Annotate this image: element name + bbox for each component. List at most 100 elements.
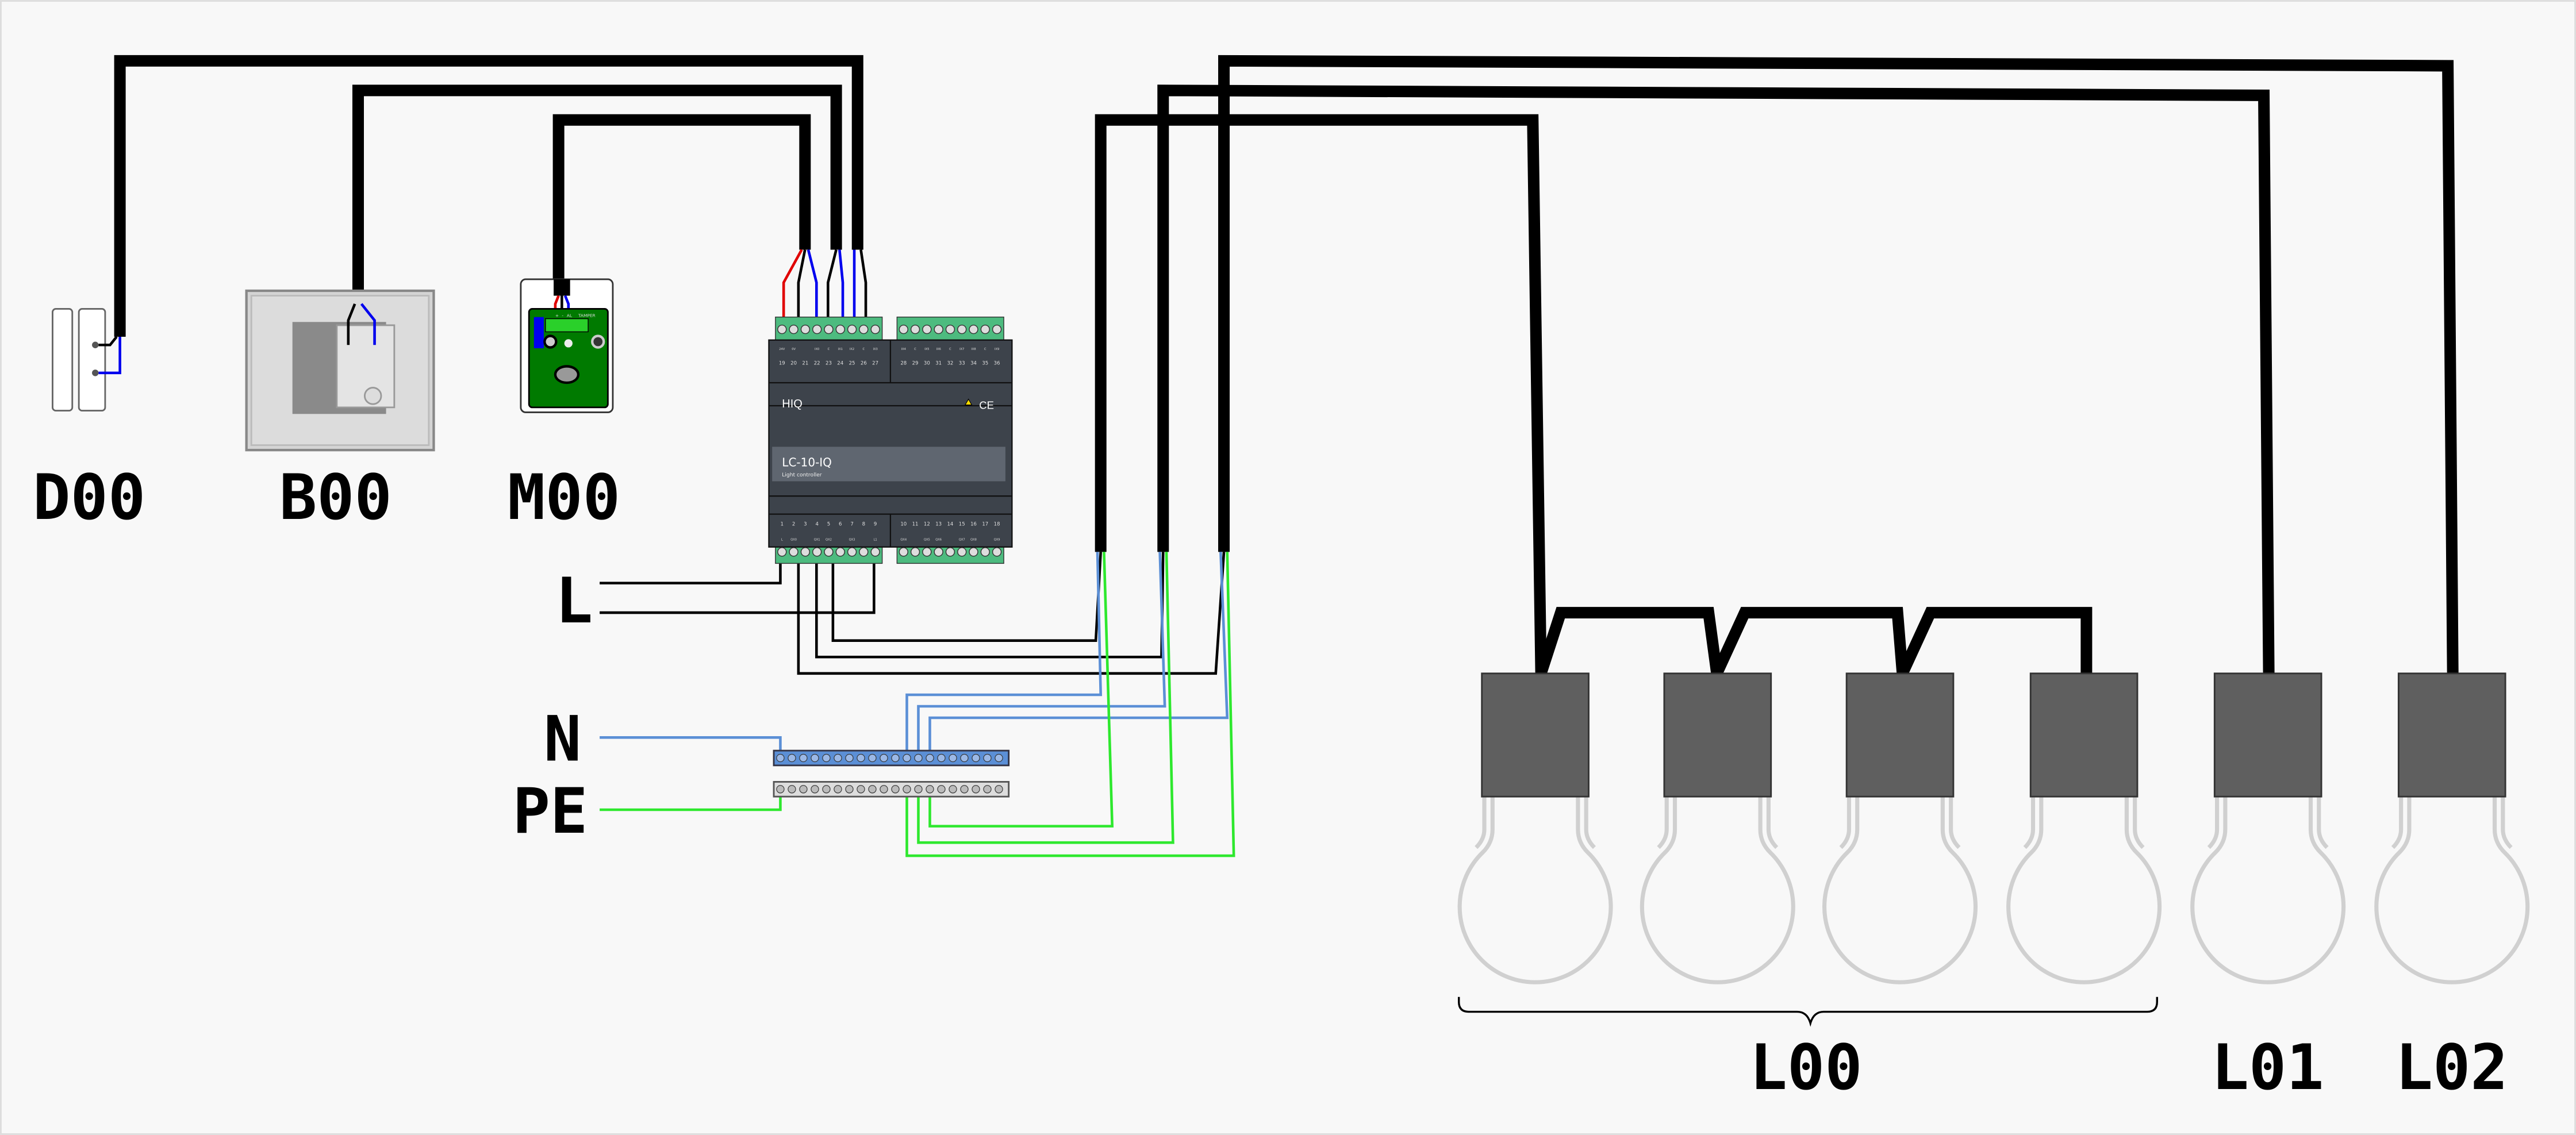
label-neutral: N	[544, 702, 581, 775]
lamp-socket	[1663, 672, 1772, 798]
terminal-label: QX2	[826, 538, 832, 541]
terminal-label: IX3	[873, 348, 877, 351]
terminal-label: 34	[970, 361, 977, 367]
busbar-screw	[926, 753, 934, 763]
busbar-screw	[937, 753, 946, 763]
terminal-label: 24	[837, 361, 843, 367]
busbar-screw	[972, 785, 980, 794]
terminal-label: 13	[935, 522, 942, 528]
terminal-label: QX6	[935, 538, 942, 541]
busbar-screw	[799, 753, 808, 763]
terminal-label: 29	[912, 361, 919, 367]
lamp-5	[2190, 672, 2346, 984]
terminal-label: L1	[874, 538, 877, 541]
busbar-screw	[972, 753, 980, 763]
terminal-label: 4	[815, 522, 818, 528]
terminal-label: 31	[935, 361, 942, 367]
lamps	[1457, 672, 2530, 984]
motion-terminal-al: AL	[567, 313, 573, 318]
terminal-label: C	[828, 348, 830, 351]
terminal-label: 27	[872, 361, 878, 367]
terminal-label: C	[914, 348, 916, 351]
terminal-screw	[812, 547, 822, 557]
terminal-screw	[910, 547, 920, 557]
busbar-screw	[788, 785, 796, 794]
terminal-screw	[824, 324, 834, 334]
terminal-screw	[922, 324, 932, 334]
lamp-socket	[1481, 672, 1590, 798]
door-contact-device	[52, 307, 121, 412]
terminal-screw	[859, 547, 869, 557]
lamp-1	[1457, 672, 1613, 984]
terminal-label: 28	[900, 361, 907, 367]
busbar-screw	[868, 753, 877, 763]
busbar-screw	[799, 785, 808, 794]
light-cables	[1095, 55, 2459, 696]
terminal-screw	[870, 324, 880, 334]
terminal-label: 16	[970, 522, 977, 528]
cable-l02	[1218, 55, 2459, 674]
terminal-label: 35	[982, 361, 988, 367]
lamp-socket	[2029, 672, 2139, 798]
terminal-screw	[980, 324, 990, 334]
earth-busbar	[773, 781, 1010, 798]
controller-brand: HIQ	[782, 398, 803, 410]
busbar-screw	[995, 785, 1003, 794]
terminal-label: 22	[814, 361, 820, 367]
terminal-screw	[870, 547, 880, 557]
busbar-screw	[983, 753, 992, 763]
terminal-label: QX8	[970, 538, 977, 541]
controller-model: LC-10-IQ	[782, 456, 832, 470]
terminal-label: 10	[900, 522, 907, 528]
label-line: L	[555, 564, 593, 637]
terminal-label: C	[863, 348, 865, 351]
terminal-screw	[945, 547, 955, 557]
terminal-label: C	[949, 348, 951, 351]
motion-sensor-device: + - AL TAMPER	[520, 278, 614, 413]
terminal-screw	[969, 547, 978, 557]
busbar-screw	[949, 785, 957, 794]
busbar-screw	[880, 785, 888, 794]
busbar-screw	[822, 753, 831, 763]
terminal-label: 2	[792, 522, 795, 528]
lamp-socket	[2213, 672, 2322, 798]
terminal-label: 8	[862, 522, 865, 528]
terminal-label: 25	[849, 361, 855, 367]
neutral-busbar	[773, 749, 1010, 767]
terminal-label: QX7	[959, 538, 965, 541]
terminal-label: 19	[779, 361, 785, 367]
busbar-screw	[983, 785, 992, 794]
busbar-screw	[834, 753, 842, 763]
terminal-label: 14	[947, 522, 953, 528]
terminal-label: 0V	[792, 348, 796, 351]
sensor-cables	[114, 55, 863, 337]
terminal-label: QX0	[790, 538, 797, 541]
terminal-label: 20	[790, 361, 797, 367]
terminal-screw	[945, 324, 955, 334]
label-b00: B00	[279, 461, 392, 534]
terminal-screw	[789, 324, 798, 334]
busbar-screw	[995, 753, 1003, 763]
bulb-icon	[1822, 797, 1978, 984]
terminal-label: 12	[924, 522, 930, 528]
terminal-label: IX2	[850, 348, 854, 351]
terminal-screw	[812, 324, 822, 334]
cable-l00	[1095, 114, 1547, 674]
terminal-label: 33	[959, 361, 965, 367]
bulb-icon	[1457, 797, 1613, 984]
terminal-label: 23	[826, 361, 832, 367]
terminal-label: 18	[994, 522, 1000, 528]
busbar-screw	[834, 785, 842, 794]
terminal-label: IX7	[959, 348, 964, 351]
lamp-4	[2006, 672, 2162, 984]
terminal-screw	[789, 547, 798, 557]
terminal-screw	[957, 324, 967, 334]
terminal-screw	[992, 547, 1002, 557]
busbar-screw	[926, 785, 934, 794]
cable-m00	[552, 114, 811, 288]
terminal-label: 30	[924, 361, 930, 367]
busbar-screw	[949, 753, 957, 763]
busbar-screw	[891, 753, 900, 763]
busbar-screw	[788, 753, 796, 763]
